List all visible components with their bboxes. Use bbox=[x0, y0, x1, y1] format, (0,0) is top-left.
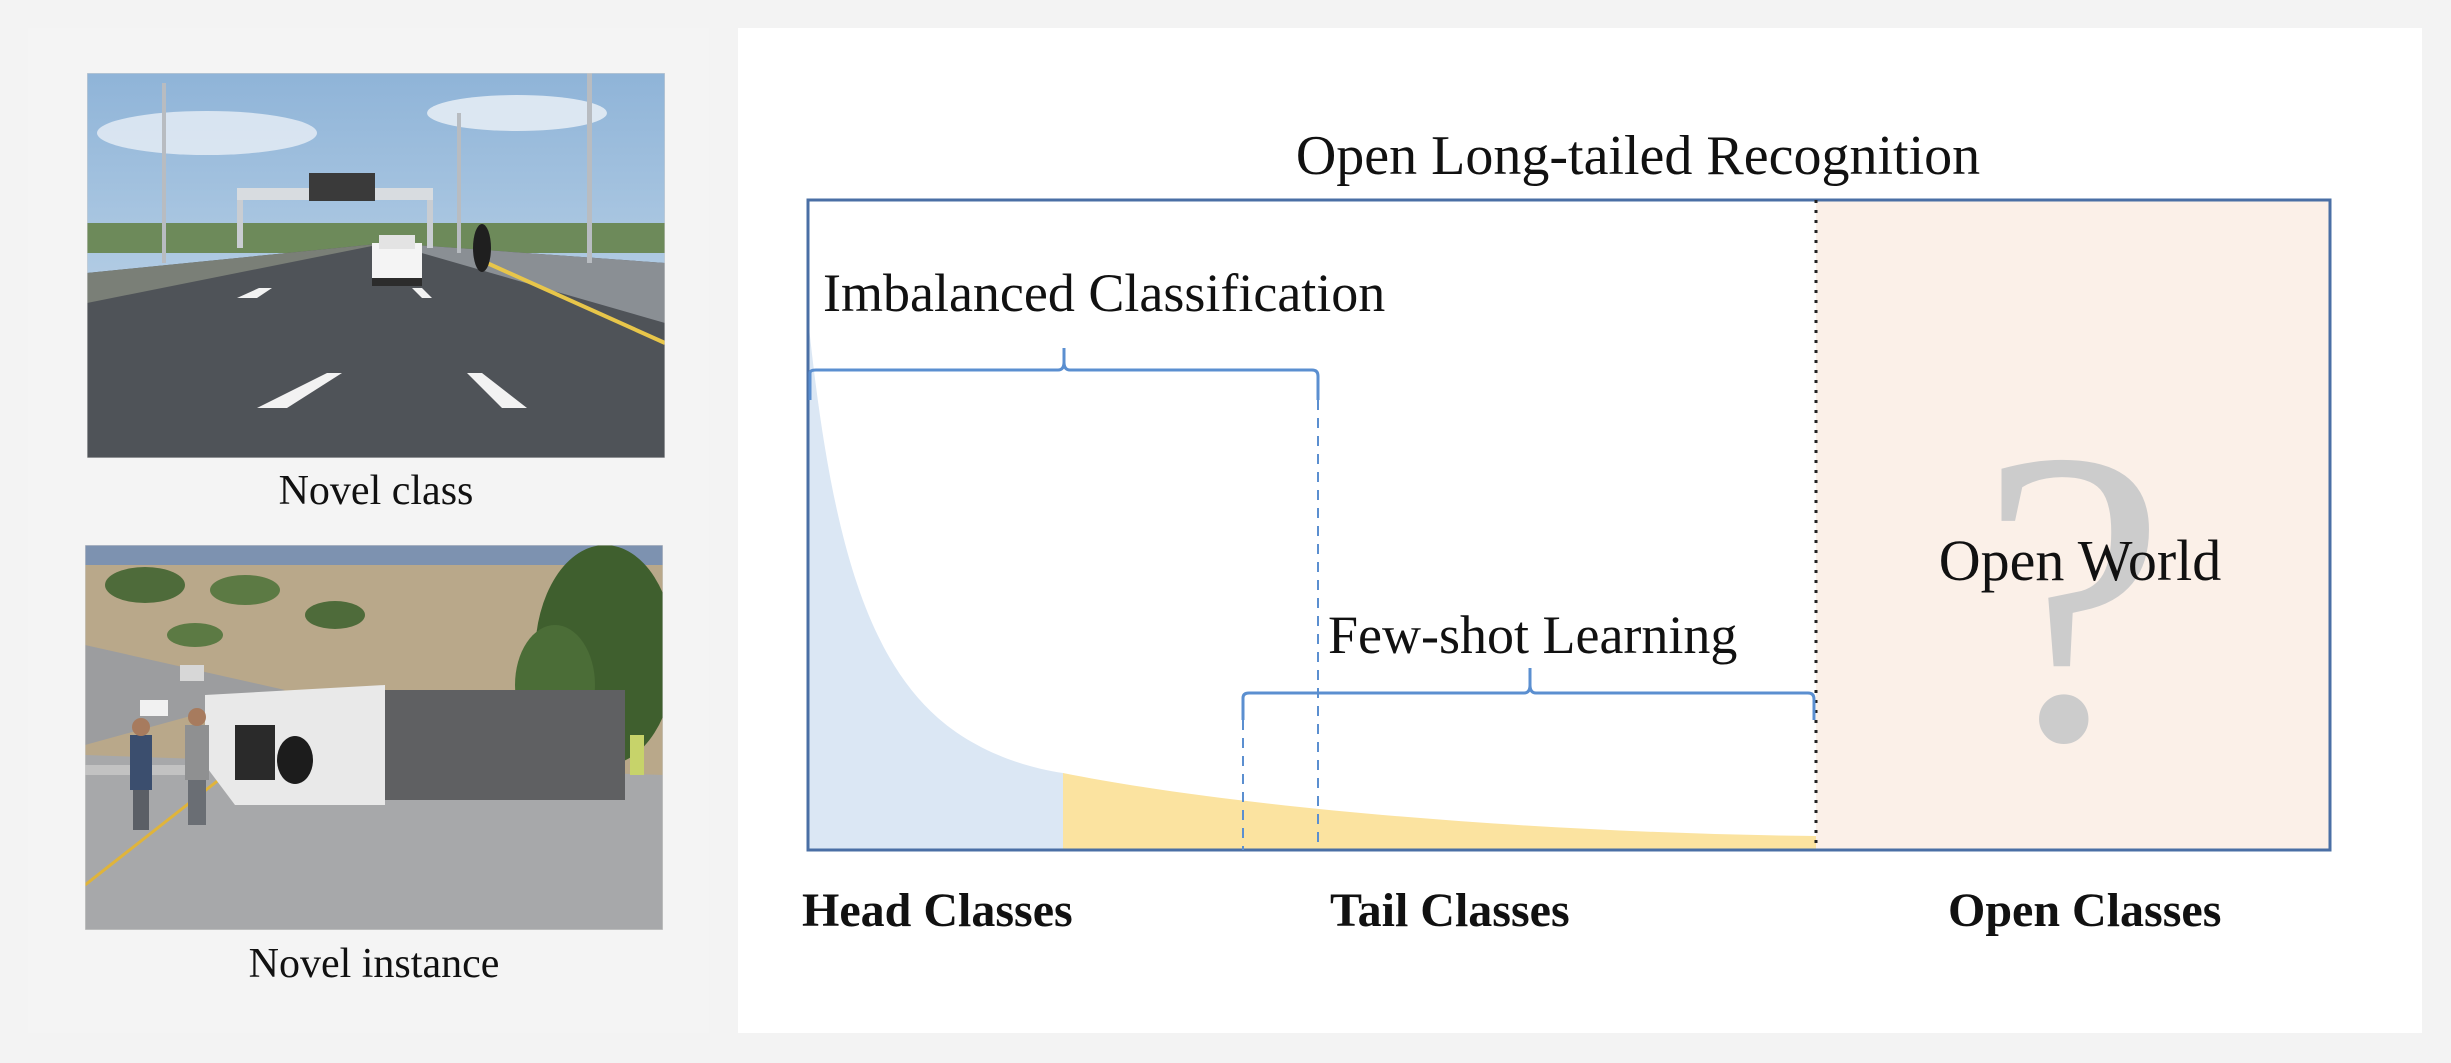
question-mark: ? bbox=[1980, 364, 2166, 829]
open-world-region bbox=[1816, 200, 2330, 850]
overturned-truck-photo bbox=[85, 545, 663, 930]
diagram-frame bbox=[806, 198, 2332, 852]
open-world-label: Open World bbox=[1939, 528, 2222, 593]
novel-class-caption: Novel class bbox=[278, 468, 474, 514]
few-shot-learning-label: Few-shot Learning bbox=[1328, 605, 1737, 665]
open-long-tailed-diagram: Open Long-tailed Recognition ? Imbalance… bbox=[802, 125, 2332, 937]
open-classes-label: Open Classes bbox=[1948, 884, 2221, 937]
tail-classes-area bbox=[1063, 773, 1816, 850]
head-classes-area bbox=[808, 318, 1063, 850]
novel-instance-caption: Novel instance bbox=[248, 941, 500, 987]
few-shot-brace bbox=[1241, 668, 1816, 720]
imbalanced-classification-label: Imbalanced Classification bbox=[823, 263, 1385, 323]
imbalanced-brace bbox=[808, 348, 1320, 400]
tail-classes-label: Tail Classes bbox=[1330, 884, 1570, 937]
highway-tire-photo bbox=[87, 73, 665, 458]
head-classes-label: Head Classes bbox=[802, 884, 1073, 937]
diagram-title: Open Long-tailed Recognition bbox=[1296, 125, 1980, 187]
